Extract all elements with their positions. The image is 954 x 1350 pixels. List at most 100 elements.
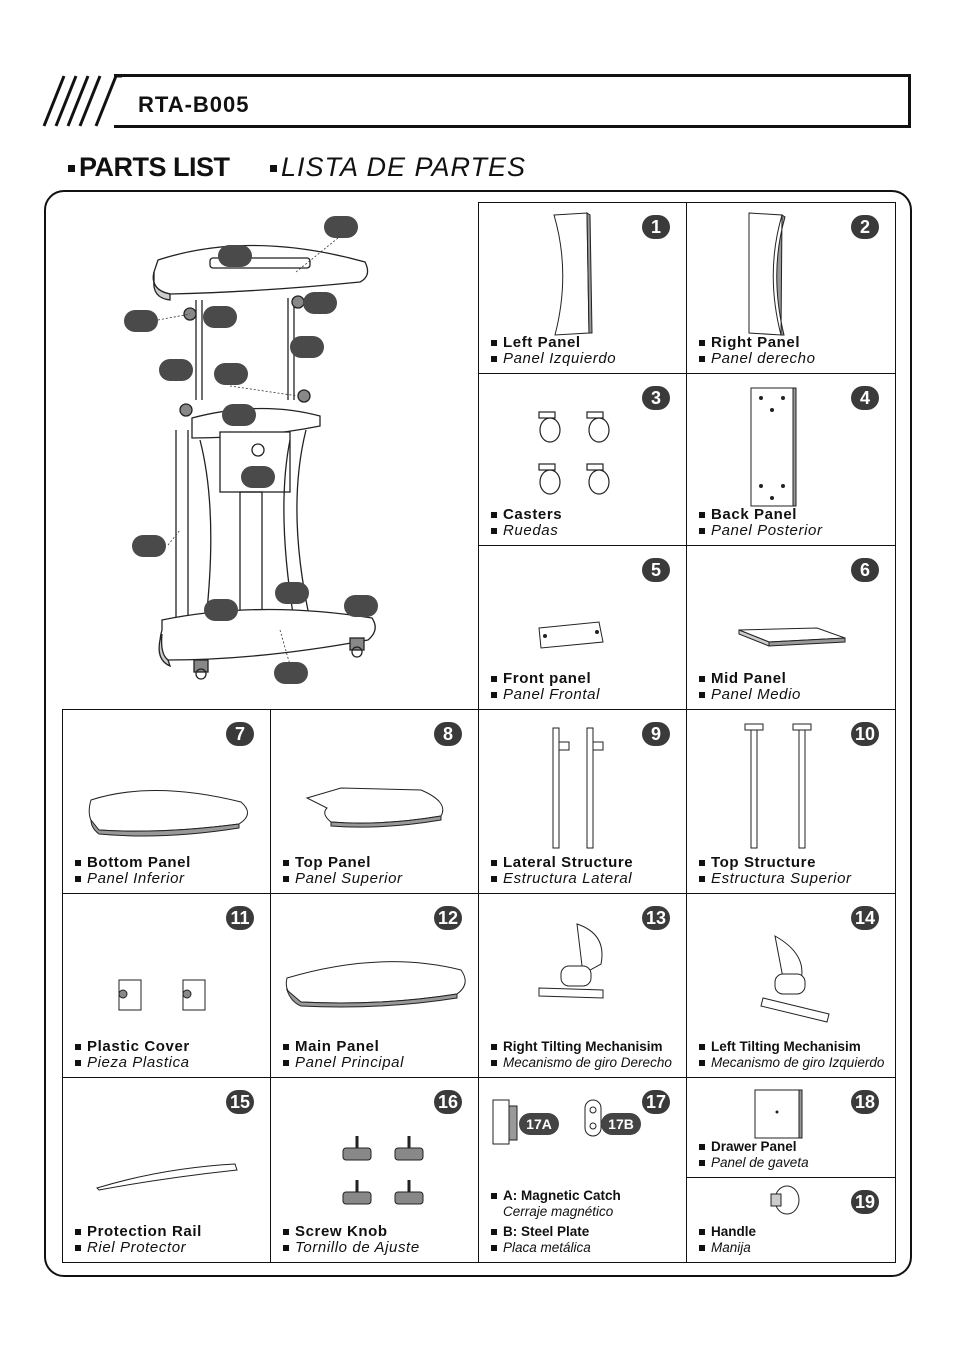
top-panel-illustration [305,787,444,828]
main-panel-illustration [285,961,466,1008]
screw-knob-illustration [342,1136,424,1205]
model-title: RTA-B005 [138,92,250,117]
callout-dot [290,336,324,358]
part-number-badge: 1 [642,215,670,239]
part-number-badge: 12 [433,906,462,930]
callout-dot [275,582,309,604]
lista-de-partes-title: LISTA DE PARTES [270,152,526,183]
bullet-icon [270,165,277,173]
part-number-badge: 6 [851,558,879,582]
part-card-17: 17A 17B 17 A: Magnetic Catch Cerraje mag… [478,1077,687,1263]
part-number-badge: 2 [851,215,879,239]
part-number-badge: 11 [226,906,254,930]
part-number-badge: 7 [226,722,254,746]
casters-illustration [538,411,610,495]
part-number-badge: 9 [642,722,670,746]
part-number-badge: 3 [642,386,670,410]
assembled-cart-illustration [152,237,376,680]
parts-list-title: PARTS LIST [68,152,230,183]
callout-dot [274,662,308,684]
top-structure-illustration [744,723,812,849]
callout-dot [218,245,252,267]
part-number-badge: 16 [433,1090,462,1114]
bullet-icon [68,165,75,173]
parts-frame [44,190,912,1277]
part-number-badge: 14 [850,906,879,930]
part-number-badge: 19 [850,1190,879,1214]
right-panel-illustration [748,212,786,336]
front-panel-illustration [538,621,604,649]
plastic-cover-illustration [118,979,206,1011]
callout-dot [159,359,193,381]
header-box [114,74,911,128]
callout-dot [344,595,378,617]
back-panel-illustration [750,387,797,507]
right-tilting-mechanism-illustration [538,923,604,999]
callout-dot [241,466,275,488]
drawer-panel-illustration [754,1089,803,1139]
callout-dot [324,216,358,238]
callout-dot [124,310,158,332]
part-number-badge: 5 [642,558,670,582]
lateral-structure-illustration [552,727,604,849]
part-number-badge: 10 [850,722,879,746]
part-number-badge: 17 [641,1090,670,1114]
callout-dot [132,535,166,557]
handle-illustration [770,1185,800,1215]
part-number-badge: 13 [641,906,670,930]
callout-dot [222,404,256,426]
part-number-badge: 8 [434,722,462,746]
part-17a-badge: 17A [519,1113,559,1135]
mid-panel-illustration [738,627,846,647]
part-label: A: Magnetic Catch Cerraje magnético B: S… [491,1188,621,1256]
callout-dot [214,363,248,385]
part-number-badge: 4 [851,386,879,410]
part-17b-badge: 17B [601,1113,641,1135]
callout-dot [303,292,337,314]
part-number-badge: 15 [225,1090,254,1114]
part-number-badge: 18 [850,1090,879,1114]
left-panel-illustration [553,212,593,336]
callout-dot [203,306,237,328]
magnetic-catch-illustration [492,1099,602,1145]
left-tilting-mechanism-illustration [760,935,830,1023]
callout-dot [204,599,238,621]
protection-rail-illustration [96,1163,238,1191]
header-stripes [42,74,122,127]
